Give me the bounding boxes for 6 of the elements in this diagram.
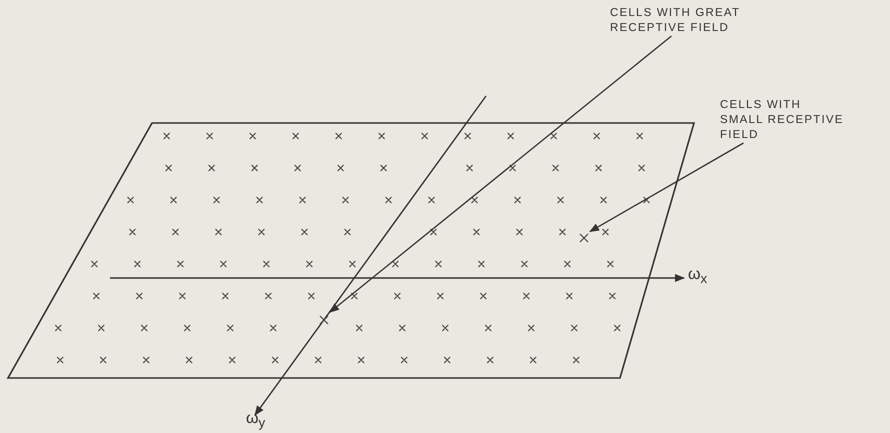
axis-label: ω$_{y}$ [246, 410, 266, 430]
callout-text: CELLS WITH SMALL RECEPTIVE FIELD [720, 98, 845, 143]
leader-line [589, 142, 744, 232]
leader-line [329, 36, 672, 313]
axis-label: ω$_{x}$ [688, 266, 708, 286]
callout-text: CELLS WITH GREAT RECEPTIVE FIELD [610, 6, 741, 36]
